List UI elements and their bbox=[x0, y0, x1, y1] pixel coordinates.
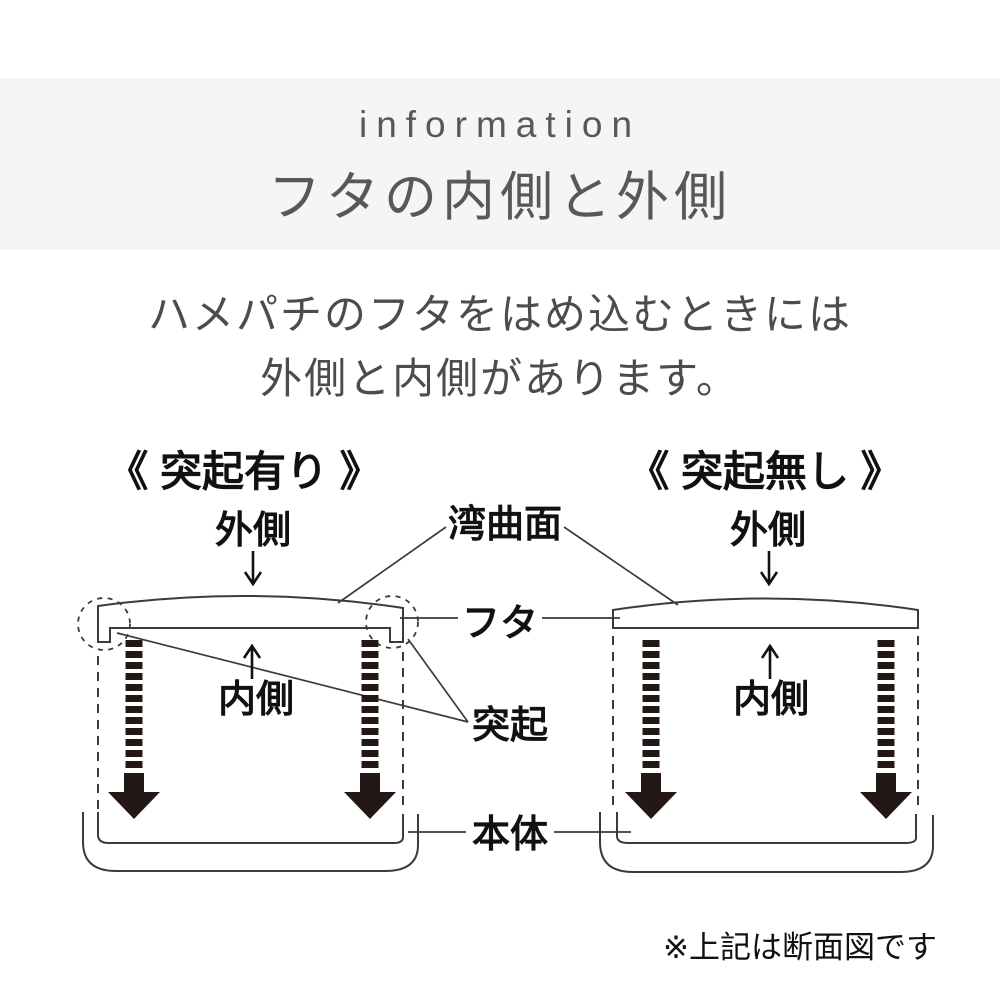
intro-line-1: ハメパチのフタをはめ込むときには bbox=[147, 291, 852, 338]
curved-surface-label: 湾曲面 bbox=[448, 503, 562, 546]
left-diagram-heading: 《 突起有り 》 bbox=[106, 448, 381, 495]
right-inside-label: 内側 bbox=[733, 679, 809, 721]
lid-label: フタ bbox=[462, 603, 538, 645]
snap-arrow bbox=[860, 640, 912, 819]
right-diagram-heading: 《 突起無し 》 bbox=[627, 448, 902, 495]
left-body-outer bbox=[82, 812, 419, 872]
left-lid-cross-section bbox=[97, 595, 404, 643]
diagram-labels: 《 突起有り 》 《 突起無し 》 外側 外側 内側 内側 湾曲面 フタ 突起 … bbox=[106, 448, 937, 965]
left-body-inner bbox=[97, 812, 404, 844]
left-inside-label: 内側 bbox=[218, 679, 294, 721]
protrusion-label: 突起 bbox=[472, 705, 549, 747]
snap-arrow bbox=[108, 640, 160, 819]
page-title: フタの内側と外側 bbox=[268, 168, 732, 227]
outside-down-arrow-left bbox=[243, 549, 263, 586]
leader-protrusion-from-left-hook bbox=[116, 632, 469, 723]
cross-section-note: ※上記は断面図です bbox=[663, 930, 937, 965]
snap-arrow bbox=[344, 640, 396, 819]
leader-curved-surface-right bbox=[563, 526, 679, 606]
inside-up-arrow-right bbox=[760, 644, 780, 681]
inside-up-arrow-left bbox=[242, 644, 262, 681]
protrusion-circle-right bbox=[365, 595, 419, 649]
right-lid-cross-section bbox=[612, 597, 919, 629]
diagram-linework bbox=[77, 526, 934, 873]
protrusion-circle-left bbox=[77, 597, 131, 651]
intro-text: ハメパチのフタをはめ込むときには 外側と内側があります。 bbox=[0, 283, 1000, 411]
left-outside-label: 外側 bbox=[215, 510, 291, 552]
right-body-outer bbox=[599, 812, 934, 873]
leader-protrusion-from-right-hook bbox=[407, 638, 469, 723]
outside-down-arrow-right bbox=[759, 549, 779, 586]
right-body-inner bbox=[616, 812, 917, 844]
leader-curved-surface-left bbox=[337, 526, 447, 604]
body-label: 本体 bbox=[472, 814, 548, 856]
right-outside-label: 外側 bbox=[730, 510, 806, 552]
snap-arrow bbox=[625, 640, 677, 819]
intro-line-2: 外側と内側があります。 bbox=[260, 355, 740, 402]
header-eyebrow: information bbox=[358, 104, 642, 145]
header-band bbox=[0, 78, 1000, 250]
